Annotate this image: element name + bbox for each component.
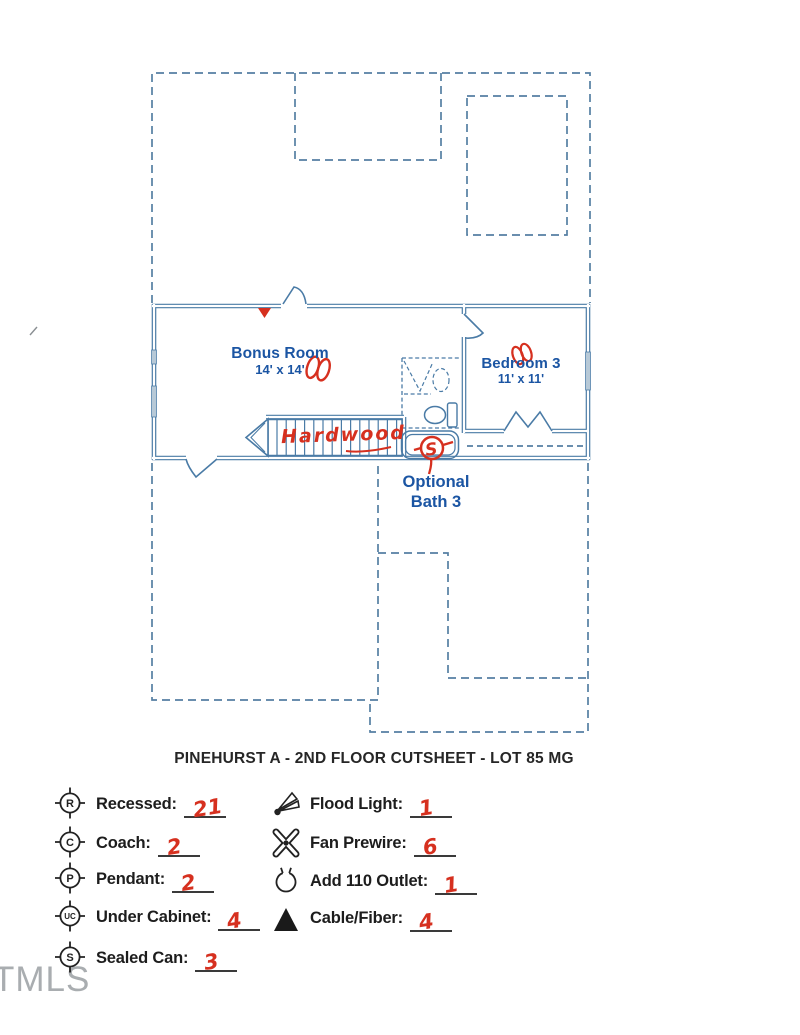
toilet-tank xyxy=(446,402,458,428)
cable-fiber-count-line: 4 xyxy=(409,900,452,935)
toilet-bowl xyxy=(423,405,447,425)
roof-outline-dashed xyxy=(151,72,591,733)
sheet-title: PINEHURST A - 2ND FLOOR CUTSHEET - LOT 8… xyxy=(174,750,574,767)
coach-light-icon: C xyxy=(53,824,87,862)
doors xyxy=(185,286,553,479)
stair-arrow-inner-line xyxy=(250,422,266,453)
dormer-right-outline xyxy=(466,95,568,236)
coach-count: 2 xyxy=(164,834,184,860)
under-cabinet-label: Under Cabinet: xyxy=(96,907,212,926)
optional-bath-line2: Bath 3 xyxy=(410,493,462,511)
shower-base-oval xyxy=(432,367,450,393)
add-110-outlet-count-line: 1 xyxy=(435,863,478,898)
recessed-light-icon: R xyxy=(53,785,87,823)
legend-row-add-110-outlet: Add 110 Outlet: 1 xyxy=(271,862,478,900)
bonus-room-top-door xyxy=(282,286,307,305)
optional-bath-label: Optional Bath 3 xyxy=(377,472,495,512)
legend-row-pendant: P Pendant: 2 xyxy=(53,860,214,898)
bedroom3-dimensions: 11' x 11' xyxy=(497,372,545,387)
sealed-can-light-icon: S xyxy=(53,939,87,977)
stair-treads xyxy=(276,420,398,455)
hardwood-note: Hardwood xyxy=(280,421,407,449)
legend-row-recessed: R Recessed: 21 xyxy=(53,785,226,823)
recessed-count-line: 21 xyxy=(183,786,226,822)
fan-prewire-count: 6 xyxy=(420,834,440,860)
window-left-1 xyxy=(151,349,157,365)
flood-light-label: Flood Light: xyxy=(310,794,403,813)
svg-text:C: C xyxy=(66,837,74,849)
bonus-room-label: Bonus Room 14' x 14' xyxy=(205,345,355,378)
fan-prewire-count-line: 6 xyxy=(413,825,456,860)
sealed-can-hand-symbol: S xyxy=(413,435,454,475)
bathtub-inner xyxy=(404,433,456,456)
lower-right-attic-outline xyxy=(369,463,589,733)
bedroom-scribble xyxy=(511,342,533,366)
lower-left-attic-outline xyxy=(151,463,379,701)
pendant-light-icon: P xyxy=(53,860,87,898)
red-triangle-marker xyxy=(258,308,271,318)
bedroom3-name: Bedroom 3 xyxy=(481,355,561,372)
scan-artifact xyxy=(29,326,38,336)
bonus-room-name: Bonus Room xyxy=(231,345,329,362)
add-110-outlet-label: Add 110 Outlet: xyxy=(310,871,429,890)
cable-fiber-count: 4 xyxy=(417,909,436,935)
svg-text:R: R xyxy=(66,798,74,810)
optional-bath-line1: Optional xyxy=(402,473,470,491)
bonus-room-scribble xyxy=(305,355,331,382)
flood-light-count-line: 1 xyxy=(409,786,452,821)
recessed-label: Recessed: xyxy=(96,794,177,813)
coach-count-line: 2 xyxy=(157,825,200,860)
sealed-can-hand-letter: S xyxy=(424,439,439,461)
bedroom-bifold-closet-door xyxy=(503,410,553,432)
window-left-2 xyxy=(151,385,157,418)
add-110-outlet-count: 1 xyxy=(442,872,461,898)
under-cabinet-light-icon: UC xyxy=(53,898,87,936)
bath-dashed-walls xyxy=(401,357,461,417)
bonus-room-dimensions: 14' x 14' xyxy=(255,361,305,377)
pendant-label: Pendant: xyxy=(96,869,165,888)
sealed-can-count-line: 3 xyxy=(195,940,238,975)
shower-fold-door xyxy=(403,360,434,395)
legend-row-fan-prewire: Fan Prewire: 6 xyxy=(271,824,456,862)
stair-direction-arrow xyxy=(244,417,269,458)
cable-fiber-icon xyxy=(271,903,301,933)
legend-row-coach: C Coach: 2 xyxy=(53,824,200,862)
bedroom-door xyxy=(463,313,485,339)
dormer-left-outline xyxy=(294,73,442,161)
svg-text:S: S xyxy=(66,952,73,964)
legend-row-cable-fiber: Cable/Fiber: 4 xyxy=(271,899,452,937)
bonus-room-bottom-door xyxy=(185,458,218,479)
cable-fiber-label: Cable/Fiber: xyxy=(310,908,403,927)
legend-row-under-cabinet: UC Under Cabinet: 4 xyxy=(53,898,261,936)
bedroom3-label: Bedroom 3 11' x 11' xyxy=(461,355,581,387)
svg-text:UC: UC xyxy=(64,912,76,921)
under-cabinet-count-line: 4 xyxy=(218,899,261,934)
legend-row-flood-light: Flood Light: 1 xyxy=(271,785,452,823)
window-right xyxy=(585,351,591,391)
hardwood-underline-swoosh xyxy=(345,446,392,453)
recessed-count: 21 xyxy=(191,793,224,823)
fan-prewire-label: Fan Prewire: xyxy=(310,833,407,852)
pendant-count: 2 xyxy=(179,870,198,896)
lower-middle-attic-outline xyxy=(378,552,588,679)
fan-prewire-icon xyxy=(271,828,301,858)
under-cabinet-count: 4 xyxy=(225,908,244,934)
flood-light-icon xyxy=(271,789,301,819)
sealed-can-count: 3 xyxy=(202,949,221,975)
add-110-outlet-icon xyxy=(271,866,301,896)
svg-text:P: P xyxy=(66,873,73,885)
flood-light-count: 1 xyxy=(417,795,436,821)
windows xyxy=(151,349,591,418)
sealed-can-label: Sealed Can: xyxy=(96,948,189,967)
pendant-count-line: 2 xyxy=(171,861,214,896)
legend-row-sealed-can: S Sealed Can: 3 xyxy=(53,939,238,977)
red-annotations: S xyxy=(258,308,533,475)
coach-label: Coach: xyxy=(96,833,151,852)
upper-attic-outline xyxy=(151,72,591,303)
